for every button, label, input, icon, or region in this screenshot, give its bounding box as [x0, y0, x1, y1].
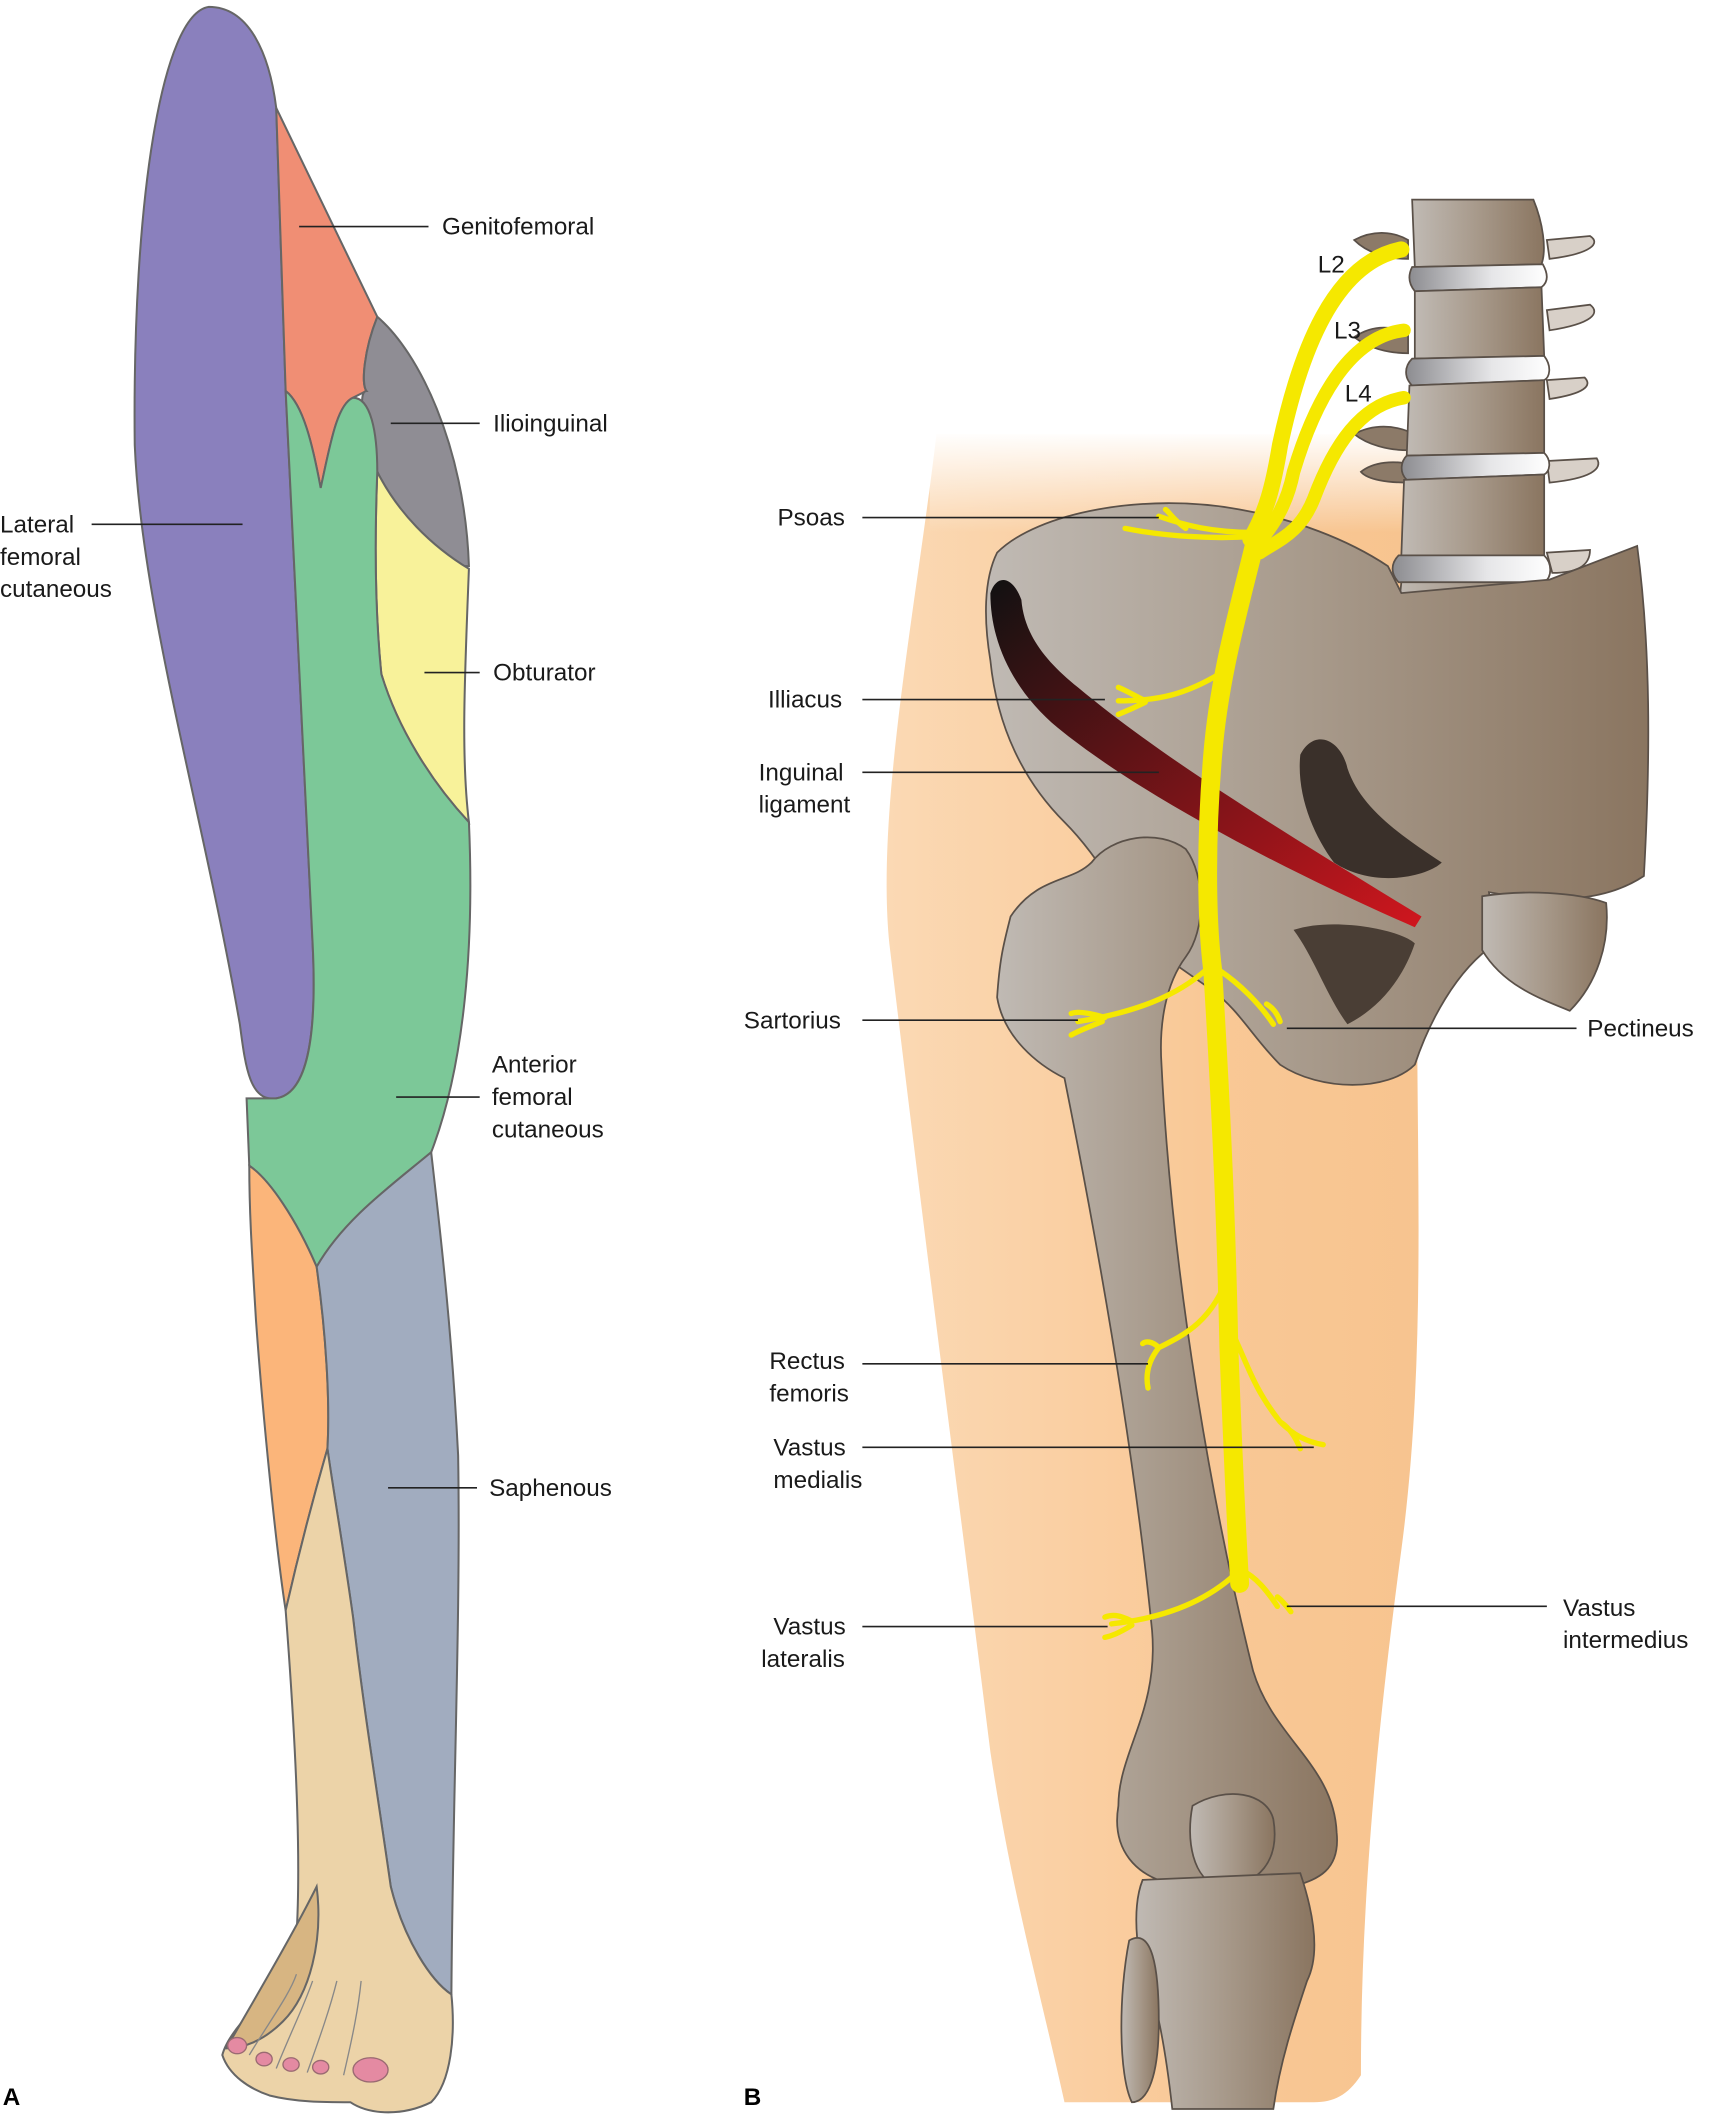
- label-saphenous: Saphenous: [489, 1475, 612, 1502]
- panel-label-a: A: [3, 2084, 21, 2111]
- label-illiacus: Illiacus: [768, 687, 842, 714]
- label-anterior-femoral-line2: femoral: [492, 1084, 573, 1111]
- femoral-nerve: [1068, 241, 1411, 1641]
- label-lateral-femoral-line2: femoral: [0, 544, 81, 571]
- label-genitofemoral: Genitofemoral: [442, 214, 594, 241]
- toenails: [227, 2036, 389, 2083]
- toe-lines: [248, 1973, 362, 2076]
- label-anterior-femoral-line1: Anterior: [492, 1052, 577, 1079]
- label-lateral-femoral-line3: cutaneous: [0, 576, 112, 603]
- label-rectus-line1: Rectus: [769, 1348, 844, 1375]
- label-vastus-intermedius-line1: Vastus: [1563, 1595, 1635, 1622]
- label-inguinal-line2: ligament: [759, 792, 851, 819]
- obturator-foramen: [1299, 739, 1442, 879]
- label-anterior-femoral-line3: cutaneous: [492, 1116, 604, 1143]
- label-psoas: Psoas: [777, 505, 844, 532]
- label-vastus-medialis-line2: medialis: [773, 1467, 862, 1494]
- panel-a-leg-dermatomes: Genitofemoral Ilioinguinal Lateral femor…: [0, 5, 612, 2114]
- label-inguinal-line1: Inguinal: [759, 759, 844, 786]
- label-obturator: Obturator: [493, 660, 595, 687]
- region-toe-dermatome: [224, 1883, 320, 2050]
- panel-label-b: B: [744, 2084, 762, 2111]
- label-sartorius: Sartorius: [744, 1007, 841, 1034]
- patella: [1189, 1793, 1276, 1888]
- label-pectineus: Pectineus: [1587, 1015, 1694, 1042]
- label-ilioinguinal: Ilioinguinal: [493, 410, 608, 437]
- pubic-foramen: [1293, 924, 1415, 1025]
- label-rectus-line2: femoris: [769, 1381, 849, 1408]
- region-anterior-femoral-cutaneous: [245, 388, 472, 1270]
- label-lateral-femoral-line1: Lateral: [0, 511, 74, 538]
- root-label-l2: L2: [1318, 251, 1345, 278]
- root-label-l3: L3: [1334, 317, 1361, 344]
- panel-b-femoral-nerve: L2 L3 L4 Psoas Illiacus Inguinal ligamen…: [744, 198, 1694, 2111]
- label-vastus-lateralis-line1: Vastus: [773, 1614, 845, 1641]
- label-vastus-intermedius-line2: intermedius: [1563, 1627, 1688, 1654]
- root-label-l4: L4: [1345, 381, 1372, 408]
- label-vastus-medialis-line1: Vastus: [773, 1434, 845, 1461]
- fibula: [1120, 1937, 1160, 2104]
- inguinal-ligament: [990, 580, 1422, 928]
- pubic-symphysis: [1481, 891, 1608, 1012]
- label-vastus-lateralis-line2: lateralis: [761, 1646, 845, 1673]
